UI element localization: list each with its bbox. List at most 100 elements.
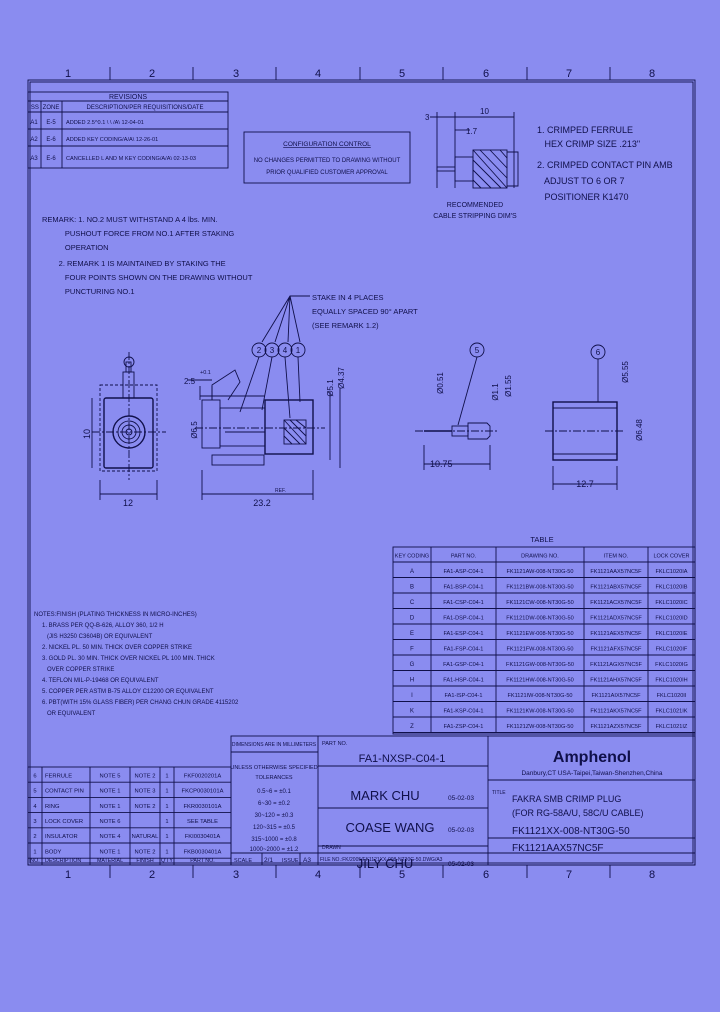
configuration-control-box: CONFIGURATION CONTROL NO CHANGES PERMITT… bbox=[243, 131, 411, 184]
finish-note-1: 1. BRASS PER QQ-B-626, ALLOY 360, 1/2 H bbox=[42, 623, 164, 629]
table-cell: FKLC1021IK bbox=[655, 709, 687, 715]
table-cell: FKLC1020IB bbox=[655, 585, 687, 591]
side-dim-5-1: Ø5.1 bbox=[326, 379, 335, 397]
table-cell: FKLC1020IE bbox=[655, 631, 687, 637]
finish-note-5: OVER COPPER STRIKE bbox=[42, 667, 114, 673]
table-cell: FA1-CSP-C04-1 bbox=[443, 600, 483, 606]
column-number-top-3: 3 bbox=[233, 68, 239, 80]
table-cell: FK1121ACX57NC5F bbox=[590, 600, 642, 606]
table-cell: FK1121AHX57NC5F bbox=[590, 678, 642, 684]
table-cell: A bbox=[410, 569, 414, 575]
column-number-bottom-3: 3 bbox=[233, 869, 239, 881]
column-number-top-6: 6 bbox=[483, 68, 489, 80]
table-cell: FK1121AEX57NC5F bbox=[590, 631, 642, 637]
table-cell: C bbox=[410, 600, 415, 606]
table-header: DRAWING NO. bbox=[521, 554, 559, 560]
ferrule-dim-5-55: Ø5.55 bbox=[621, 361, 630, 383]
part-no-value: FA1-NXSP-C04-1 bbox=[359, 753, 446, 765]
rev-row-1-iss: A1 bbox=[30, 120, 38, 126]
amphenol-logo: Amphenol bbox=[553, 749, 631, 766]
issue-value: A3 bbox=[303, 857, 311, 864]
column-number-top-8: 8 bbox=[649, 68, 655, 80]
table-cell: FA1-ZSP-C04-1 bbox=[444, 724, 484, 730]
bom-cell: 6 bbox=[33, 773, 36, 779]
crimp-note-4: ADJUST TO 6 OR 7 bbox=[537, 176, 625, 186]
table-cell: FKLC1020IA bbox=[655, 569, 687, 575]
tolerance-4: 120~315 = ±0.5 bbox=[253, 825, 296, 831]
table-cell: FK1121AFX57NC5F bbox=[591, 647, 642, 653]
column-number-bottom-8: 8 bbox=[649, 869, 655, 881]
table-cell: FA1-FSP-C04-1 bbox=[444, 647, 484, 653]
pin-dim-0-51: Ø0.51 bbox=[436, 372, 445, 394]
column-number-top-1: 1 bbox=[65, 68, 71, 80]
table-cell: FA1-ISP-C04-1 bbox=[445, 693, 483, 699]
scale-value: 2/1 bbox=[264, 857, 273, 864]
bom-cell: FKR0030101A bbox=[183, 804, 221, 810]
title-label: TITLE bbox=[492, 790, 506, 796]
issue-label: ISSUE bbox=[282, 858, 299, 864]
drawn-label: DRAWN bbox=[322, 845, 341, 851]
table-cell: FK1121BW-008-NT30G-50 bbox=[506, 585, 573, 591]
table-cell: FK1121AAX57NC5F bbox=[590, 569, 642, 575]
table-cell: G bbox=[410, 662, 415, 668]
strip-caption-1: RECOMMENDED bbox=[447, 202, 503, 209]
crimp-note-2: HEX CRIMP SIZE .213" bbox=[537, 139, 640, 149]
table-cell: FA1-BSP-C04-1 bbox=[443, 585, 483, 591]
bom-cell: NOTE 4 bbox=[100, 834, 122, 840]
bom-cell: NOTE 2 bbox=[135, 849, 156, 855]
bom-cell: FKB0030401A bbox=[184, 849, 222, 855]
strip-dim-1-7: 1.7 bbox=[466, 127, 478, 136]
table-cell: FKLC1020IF bbox=[656, 647, 688, 653]
table-cell: FKLC1020II bbox=[657, 693, 687, 699]
tolerance-5: 315~1000 = ±0.8 bbox=[251, 837, 297, 843]
title-line-1: FAKRA SMB CRIMP PLUG bbox=[512, 794, 621, 804]
file-number: FILE NO.:FK/2005/FK1121XX-008-NT30G-50.D… bbox=[320, 857, 443, 863]
bom-header: Q'TY bbox=[161, 858, 173, 864]
table-cell: FK1121HW-008-NT30G-50 bbox=[506, 678, 574, 684]
finish-note-4: 3. GOLD PL. 30 MIN. THICK OVER NICKEL PL… bbox=[42, 656, 215, 662]
stake-note: STAKE IN 4 PLACES EQUALLY SPACED 90° APA… bbox=[261, 293, 418, 343]
bom-cell: 1 bbox=[165, 819, 168, 825]
bom-header: PART NO. bbox=[190, 858, 214, 864]
bom-cell: LOCK COVER bbox=[45, 819, 83, 825]
table-cell: FKLC1020IG bbox=[655, 662, 688, 668]
bom-header: MATERIAL bbox=[97, 858, 123, 864]
bom-cell: NOTE 3 bbox=[135, 789, 156, 795]
bom-cell: NOTE 1 bbox=[100, 849, 121, 855]
bom-header: DESCRIPTION bbox=[45, 858, 81, 864]
column-number-bottom-7: 7 bbox=[566, 869, 572, 881]
side-ref-label: REF. bbox=[275, 488, 286, 494]
bom-cell: BODY bbox=[45, 849, 62, 855]
bom-cell: 1 bbox=[165, 789, 168, 795]
table-cell: FK1121KW-008-NT30G-50 bbox=[506, 709, 573, 715]
table-header: KEY CODING bbox=[395, 554, 429, 560]
table-cell: FA1-KSP-C04-1 bbox=[443, 709, 483, 715]
stake-note-line-3: (SEE REMARK 1.2) bbox=[312, 321, 379, 330]
remark-line-6: PUNCTURING NO.1 bbox=[42, 287, 135, 296]
column-number-top-2: 2 bbox=[149, 68, 155, 80]
table-cell: FA1-ASP-C04-1 bbox=[443, 569, 483, 575]
balloon-6-label: 6 bbox=[596, 348, 601, 357]
approved-date: 05-02-03 bbox=[448, 827, 474, 834]
part-no-label: PART NO. bbox=[322, 741, 348, 747]
crimp-note-1: 1. CRIMPED FERRULE bbox=[537, 125, 633, 135]
remark-line-2: PUSHOUT FORCE FROM NO.1 AFTER STAKING bbox=[42, 229, 234, 238]
column-number-top-5: 5 bbox=[399, 68, 405, 80]
table-cell: FK1121FW-008-NT30G-50 bbox=[507, 647, 574, 653]
bom-cell: 5 bbox=[33, 789, 36, 795]
checked-by: MARK CHU bbox=[350, 788, 419, 803]
table-header: LOCK COVER bbox=[653, 554, 689, 560]
crimp-notes: 1. CRIMPED FERRULE HEX CRIMP SIZE .213" … bbox=[537, 125, 673, 202]
finish-note-8: 6. PBT(WITH 15% GLASS FIBER) PER CHANG C… bbox=[42, 700, 239, 706]
table-cell: FKLC1020IC bbox=[655, 600, 687, 606]
finish-note-0: NOTES:FINISH (PLATING THICKNESS IN MICRO… bbox=[34, 612, 197, 618]
ferrule-view: 6 Ø5.55 Ø6.48 12.7 bbox=[545, 344, 644, 490]
remarks: REMARK: 1. NO.2 MUST WITHSTAND A 4 lbs. … bbox=[42, 215, 253, 296]
bom-cell: CONTACT PIN bbox=[45, 789, 84, 795]
tolerance-6: 1000~2000 = ±1.2 bbox=[250, 847, 299, 853]
